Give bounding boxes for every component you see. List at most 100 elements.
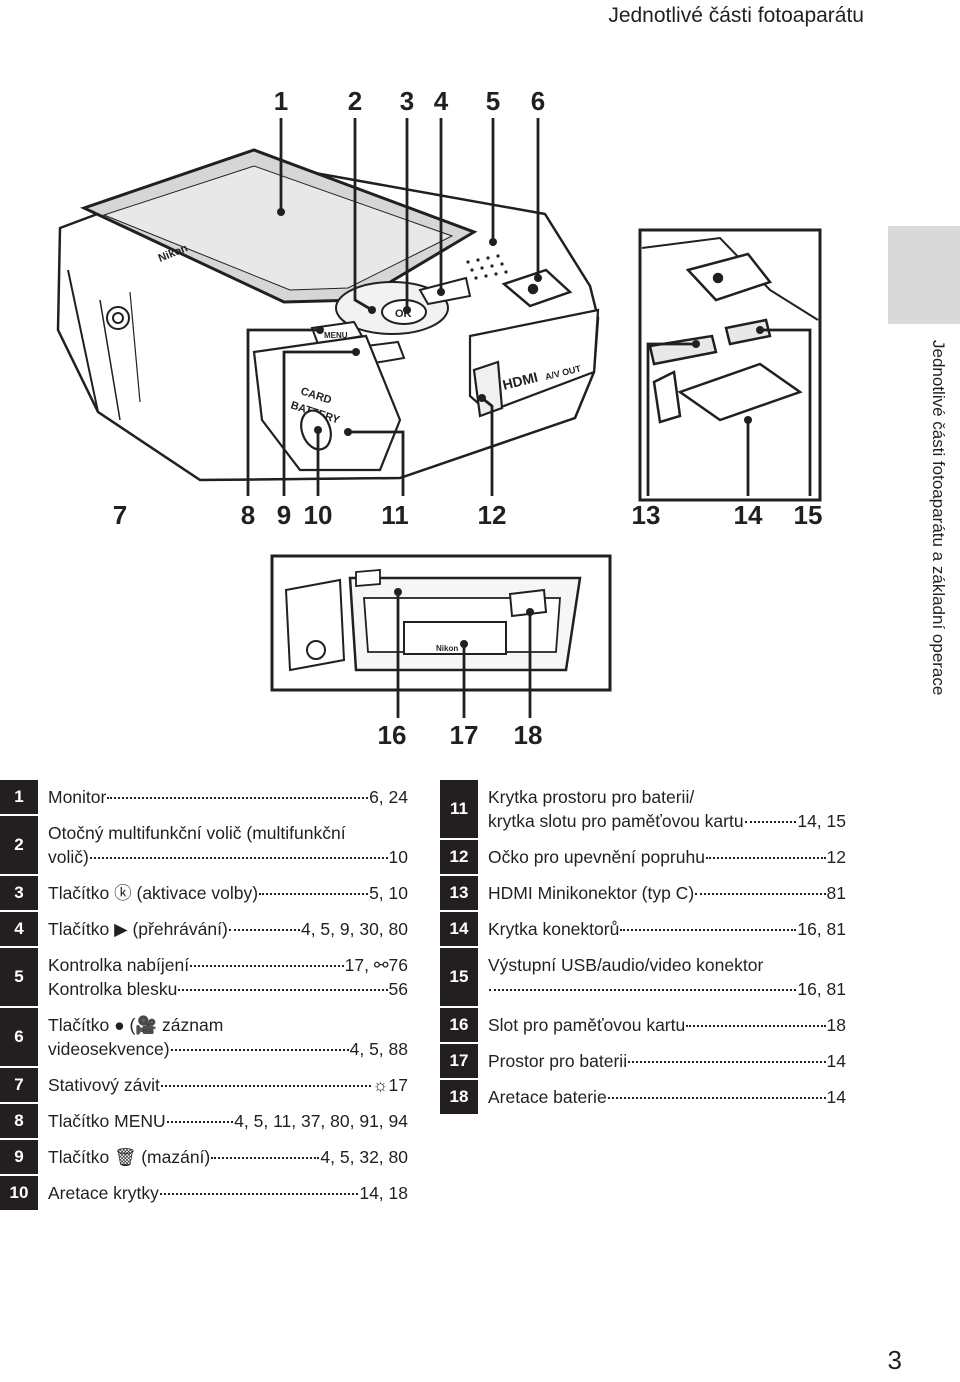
callout-13: 13 [632,500,661,530]
legend-number: 8 [0,1104,38,1138]
legend-line: HDMI Minikonektor (typ C)81 [488,881,846,905]
callout-18: 18 [514,720,543,750]
legend-line: Prostor pro baterii 14 [488,1049,846,1073]
page-number: 3 [887,1345,902,1375]
speaker-holes [466,254,508,280]
legend-number: 6 [0,1008,38,1066]
legend-label: Aretace baterie [488,1087,607,1107]
legend-text: Tlačítko MENU 4, 5, 11, 37, 80, 91, 94 [38,1109,408,1133]
section-tab [888,226,960,324]
legend-label: Tlačítko ⓚ (aktivace volby) [48,883,259,903]
legend-pages: 4, 5, 11, 37, 80, 91, 94 [234,1111,408,1131]
legend-number: 4 [0,912,38,946]
legend-pages: ☼17 [372,1075,408,1095]
legend-pages: 4, 5, 88 [349,1039,408,1059]
legend-label: Slot pro paměťovou kartu [488,1015,686,1035]
legend-label: Monitor [48,787,107,807]
leader-dots [159,1193,359,1195]
legend-text: Otočný multifunkční volič (multifunkční v… [38,821,408,869]
leader-dots [259,893,369,895]
leader-dots [628,1061,826,1063]
callout-4: 4 [434,86,449,116]
legend-line: videosekvence)4, 5, 88 [48,1037,408,1061]
legend-label: Tlačítko 🗑 (mazání) [48,1147,211,1167]
callout-numbers-top: 1 2 3 4 5 6 [274,86,545,116]
nikon-battery-marking: Nikon [436,644,458,653]
record-button-illustration [501,268,573,308]
legend-text: Stativový závit☼17 [38,1073,408,1097]
legend-pages: 16, 81 [797,919,846,939]
legend-text: Tlačítko ▶ (přehrávání)4, 5, 9, 30, 80 [38,917,408,941]
leader-dots [170,1049,349,1051]
callout-11: 11 [381,500,409,530]
playback-button-illustration [418,276,472,306]
legend-number: 16 [440,1008,478,1042]
legend-pages: 12 [826,847,846,867]
legend-line: Výstupní USB/audio/video konektor [488,953,846,977]
legend-number: 13 [440,876,478,910]
leader-dots [107,797,369,799]
legend-line: Stativový závit☼17 [48,1073,408,1097]
leader-dots [89,857,388,859]
legend-number: 15 [440,948,478,1006]
callout-16: 16 [378,720,407,750]
callout-10: 10 [304,500,333,530]
legend-label: Kontrolka nabíjení [48,955,190,975]
leader-dots [607,1097,826,1099]
legend-text: HDMI Minikonektor (typ C)81 [478,881,846,905]
legend-line: Tlačítko ⓚ (aktivace volby)5, 10 [48,881,408,905]
legend-pages: 14 [826,1051,846,1071]
legend-line: Otočný multifunkční volič (multifunkční [48,821,408,845]
legend-number: 5 [0,948,38,1006]
legend-label: Prostor pro baterii [488,1051,628,1071]
legend-line: Tlačítko 🗑 (mazání)4, 5, 32, 80 [48,1145,408,1169]
connector-side-illustration: HDMI A/V OUT [468,308,600,418]
leader-dots [211,1157,320,1159]
battery-cover-illustration: CARD BATTERY [252,334,402,472]
leader-dots [620,929,797,931]
legend-number: 14 [440,912,478,946]
legend-label: Tlačítko ▶ (přehrávání) [48,919,228,939]
callout-17: 17 [450,720,479,750]
legend-number: 11 [440,780,478,838]
leader-dots [178,989,388,991]
leader-dots [277,208,764,648]
legend-pages: 56 [388,979,408,999]
section-side-label: Jednotlivé části fotoaparátu a základní … [929,340,948,696]
legend-label: Otočný multifunkční volič (multifunkční [48,823,346,843]
callout-15: 15 [794,500,823,530]
legend-label: Výstupní USB/audio/video konektor [488,955,764,975]
legend-pages: 10 [388,847,408,867]
camera-diagram: Nikon OK MENU CARD BATTERY HDMI [56,86,823,750]
callout-numbers-middle: 7 8 9 10 11 12 13 14 15 [113,500,823,530]
legend-label: Tlačítko MENU [48,1111,166,1131]
legend-label: volič) [48,847,89,867]
callout-1: 1 [274,86,288,116]
callout-14: 14 [734,500,763,530]
leader-dots [190,965,344,967]
legend-pages: 14, 15 [797,811,846,831]
legend-label: HDMI Minikonektor (typ C) [488,883,695,903]
connector-detail-inset [638,228,822,502]
